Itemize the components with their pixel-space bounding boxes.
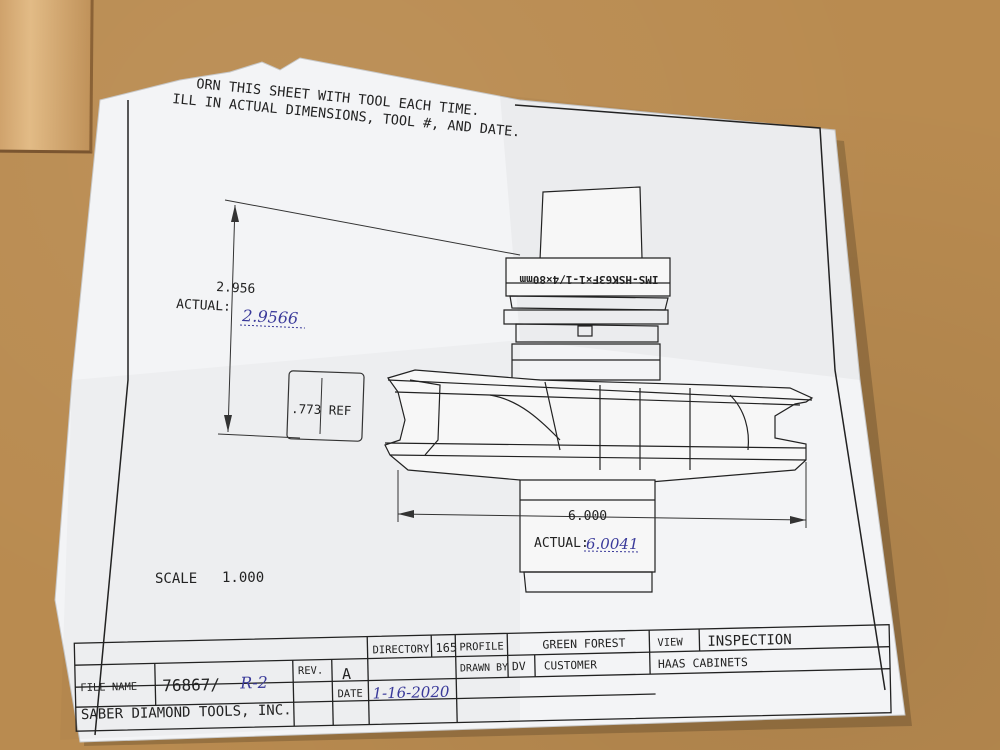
scale-value: 1.000 (222, 570, 264, 586)
tool-drawing (384, 186, 814, 593)
height-actual-value: 2.9566 (241, 306, 299, 328)
date-label: DATE (337, 688, 363, 701)
directory-value: 165 (435, 641, 457, 655)
ref-dimension-box (286, 370, 365, 442)
width-dimension-line (397, 513, 807, 521)
file-name-value: 76867/ (162, 675, 220, 695)
drawn-by-value: DV (512, 659, 526, 673)
profile-value: GREEN FOREST (542, 636, 625, 652)
height-actual-label: ACTUAL: (176, 297, 232, 315)
date-value: 1-16-2020 (372, 683, 450, 703)
rev-value: A (342, 665, 351, 683)
drawn-by-label: DRAWN BY (460, 662, 508, 674)
height-dimension-line (227, 204, 236, 433)
customer-value: HAAS CABINETS (658, 655, 748, 671)
view-value: INSPECTION (707, 632, 792, 650)
tool-label: IMS-HSK63F×1-1/4×80mm (519, 273, 658, 286)
directory-label: DIRECTORY (372, 643, 430, 656)
customer-label: CUSTOMER (544, 658, 598, 672)
title-block: FILE NAME 76867/ R-2 REV. A DIRECTORY 16… (73, 624, 892, 732)
company-name: SABER DIAMOND TOOLS, INC. (81, 702, 292, 723)
height-nominal: 2.956 (216, 280, 256, 297)
scale-label: SCALE (155, 571, 197, 587)
height-extension-top (224, 199, 521, 256)
file-name-revision-hand: R-2 (239, 673, 268, 693)
profile-label: PROFILE (459, 640, 504, 653)
rev-label: REV. (298, 665, 324, 678)
ref-value: .773 REF (291, 401, 352, 418)
frame-border (94, 100, 129, 736)
file-name-label: FILE NAME (80, 681, 137, 694)
width-actual-label: ACTUAL: (534, 536, 589, 551)
view-label: VIEW (657, 636, 683, 649)
width-nominal: 6.000 (568, 509, 607, 524)
width-actual-value: 6.0041 (586, 535, 639, 553)
